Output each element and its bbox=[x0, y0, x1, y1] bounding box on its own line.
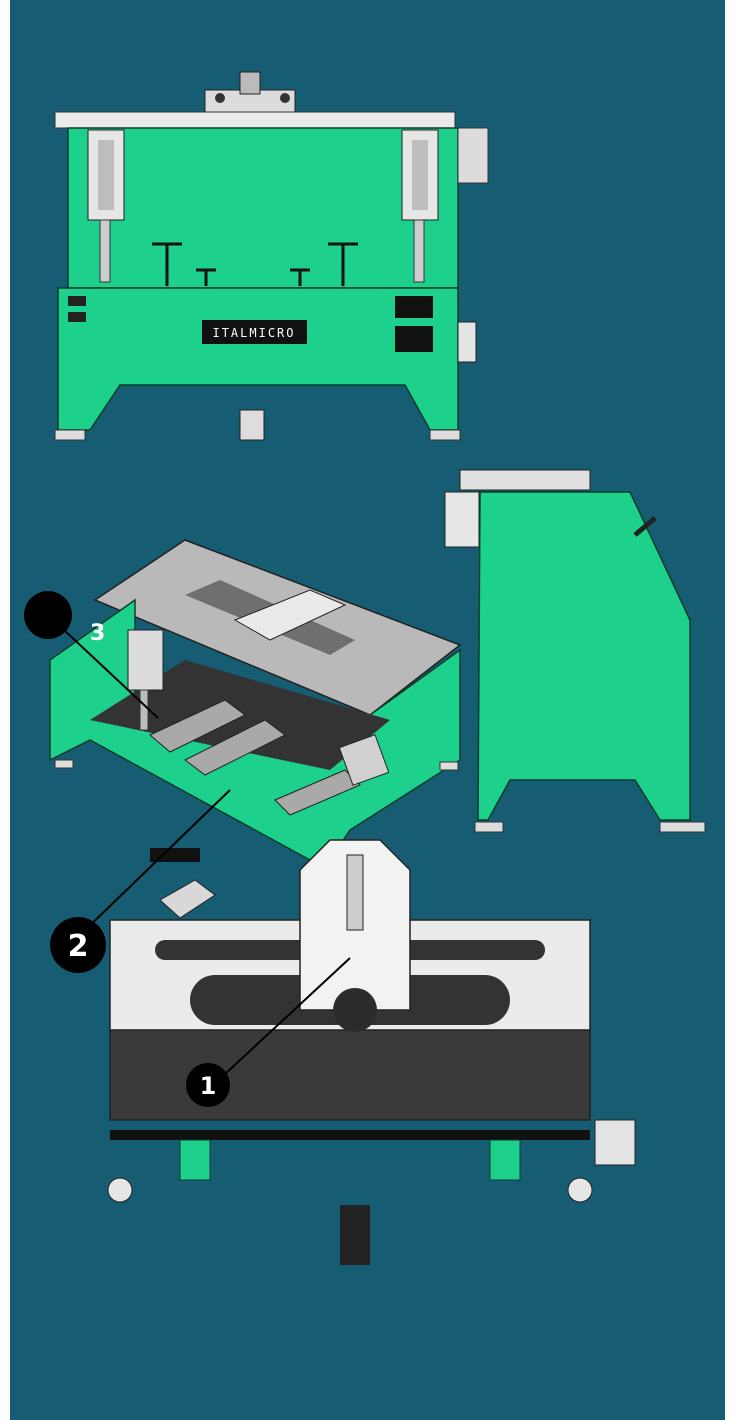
callout-3: 3 bbox=[24, 591, 159, 719]
top-view-clamp bbox=[346, 854, 364, 931]
side-foot-left bbox=[474, 821, 504, 833]
right-cylinder bbox=[401, 129, 439, 283]
callout-3-marker bbox=[24, 591, 72, 639]
left-foot bbox=[54, 429, 86, 441]
isometric-view bbox=[49, 539, 462, 919]
top-view-side-box bbox=[594, 1119, 636, 1166]
top-view-foot-right bbox=[567, 1177, 593, 1203]
callout-2: 2 bbox=[50, 789, 231, 973]
side-foot-right bbox=[659, 821, 706, 833]
top-view-cutout bbox=[333, 988, 377, 1032]
top-view-leg-left bbox=[179, 1139, 211, 1181]
switch-top bbox=[68, 296, 86, 306]
table-top-plate bbox=[54, 111, 456, 129]
side-valve bbox=[633, 516, 657, 537]
warning-label-2 bbox=[395, 326, 433, 352]
callout-2-leader bbox=[79, 789, 231, 936]
side-cylinder bbox=[444, 491, 480, 548]
top-view-foot-left bbox=[107, 1177, 133, 1203]
iso-fixture bbox=[233, 589, 347, 641]
right-foot bbox=[429, 429, 461, 441]
top-view-rail-band bbox=[109, 1029, 591, 1121]
diagram-panel: ITALMICRO bbox=[10, 0, 725, 1420]
iso-rail-1 bbox=[149, 699, 246, 753]
t-posts bbox=[152, 242, 358, 286]
callout-2-marker bbox=[50, 917, 106, 973]
side-control-box bbox=[457, 127, 489, 184]
top-view-pedal bbox=[340, 1205, 370, 1265]
iso-cylinder bbox=[127, 629, 164, 691]
iso-side-box bbox=[338, 734, 390, 786]
top-fixture bbox=[204, 71, 296, 113]
callout-2-label: 2 bbox=[68, 929, 89, 964]
callout-1: 1 bbox=[186, 957, 351, 1107]
iso-pedal bbox=[159, 879, 216, 919]
callout-1-label: 1 bbox=[200, 1072, 217, 1100]
iso-rail-3 bbox=[274, 769, 361, 816]
switch-bottom bbox=[68, 312, 86, 322]
foot-pedal bbox=[239, 409, 265, 441]
iso-foot-3 bbox=[439, 761, 459, 771]
left-cylinder bbox=[87, 129, 125, 283]
top-view bbox=[107, 839, 636, 1265]
side-top-plate bbox=[459, 469, 591, 491]
warning-label-1 bbox=[395, 296, 433, 318]
iso-rail-2 bbox=[184, 719, 286, 776]
machine-drawing: ITALMICRO bbox=[10, 0, 725, 1420]
upper-frame bbox=[67, 127, 459, 289]
iso-brand-plate bbox=[150, 848, 200, 862]
top-view-leg-right bbox=[489, 1139, 521, 1181]
side-view bbox=[444, 469, 706, 833]
brand-plate bbox=[202, 320, 307, 344]
callout-3-leader bbox=[47, 614, 159, 719]
iso-piston bbox=[139, 689, 149, 731]
callout-1-leader bbox=[209, 957, 351, 1089]
callout-3-label: 3 bbox=[90, 621, 105, 646]
brand-label: ITALMICRO bbox=[212, 326, 295, 340]
callout-1-marker bbox=[186, 1063, 230, 1107]
side-body bbox=[477, 491, 691, 821]
iso-foot-1 bbox=[54, 759, 74, 769]
top-view-lower-bar bbox=[110, 1130, 590, 1140]
air-regulator bbox=[457, 321, 477, 363]
front-view: ITALMICRO bbox=[54, 71, 489, 441]
